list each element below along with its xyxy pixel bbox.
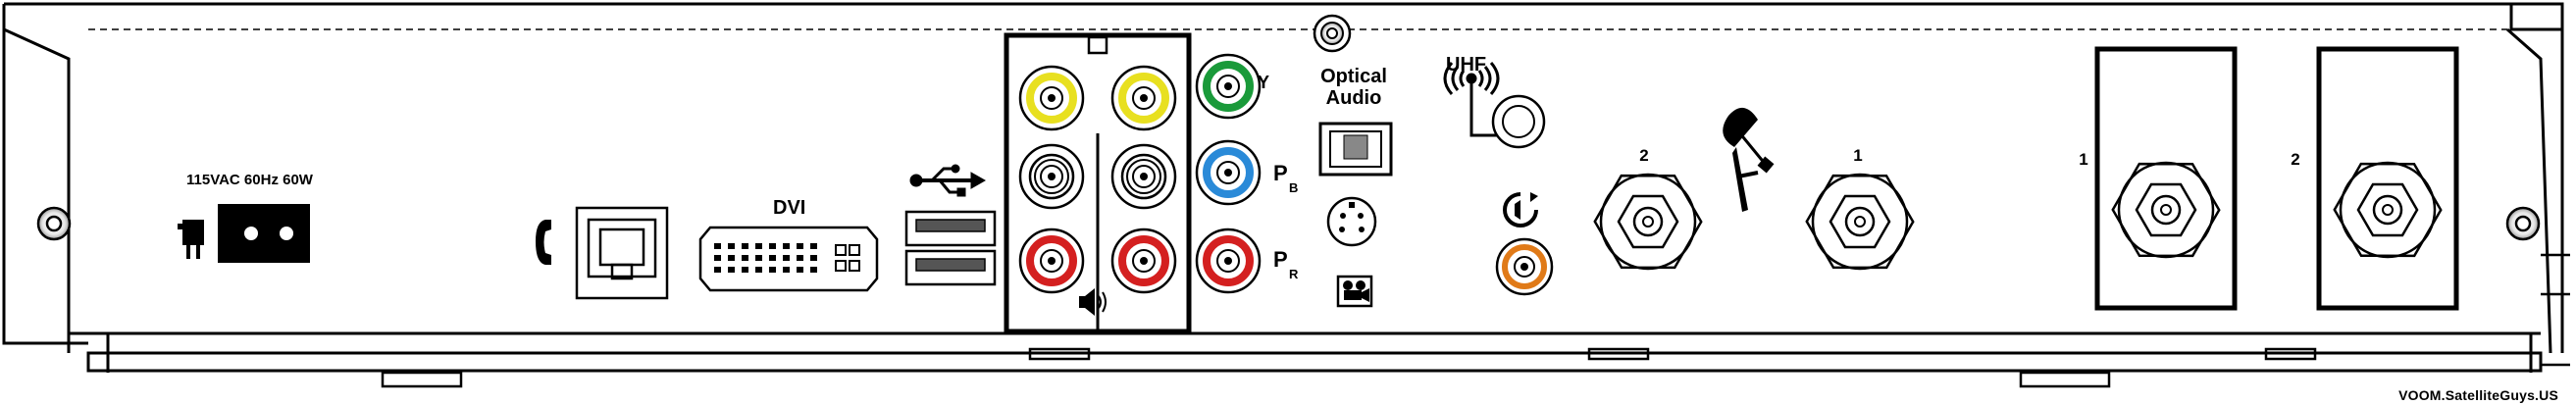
video-out-icon xyxy=(1087,35,1108,55)
ir-loop-icon xyxy=(1503,192,1538,228)
rca-jack-ir-orange[interactable] xyxy=(1495,237,1554,296)
s-video-port[interactable] xyxy=(1326,196,1377,247)
rca-jack-group xyxy=(1018,53,1262,294)
sat-input-1-label: 1 xyxy=(1853,146,1862,165)
mount-screw-left xyxy=(36,206,72,241)
offair-input-2-bay xyxy=(2316,46,2459,311)
bottom-feet xyxy=(381,253,2570,388)
audio-speaker-icon xyxy=(1079,288,1107,316)
phone-icon xyxy=(536,220,551,265)
usb-port-top[interactable] xyxy=(904,210,997,247)
chassis-outline xyxy=(2,2,2564,373)
camera-icon xyxy=(1336,275,1373,308)
component-pb-label: P xyxy=(1273,161,1288,185)
offair-input-2-label: 2 xyxy=(2291,150,2299,169)
component-pr-subscript: R xyxy=(1289,267,1299,281)
satellite-dish-icon xyxy=(1723,107,1775,212)
offair-input-1-bay xyxy=(2094,46,2238,311)
sat-input-2-connector[interactable] xyxy=(1581,153,1714,291)
rca-jack-video-1-yellow[interactable] xyxy=(1018,65,1085,131)
rca-jack-component-pr-red[interactable] xyxy=(1195,228,1262,294)
usb-port-bottom[interactable] xyxy=(904,249,997,286)
component-y-label: Y xyxy=(1258,73,1269,92)
offair-input-1-connector[interactable] xyxy=(2099,141,2232,279)
uhf-remote-port[interactable] xyxy=(1491,94,1546,149)
usb-icon xyxy=(909,164,987,197)
rca-jack-audio-right-1-red[interactable] xyxy=(1018,228,1085,294)
rca-jack-component-y-green[interactable] xyxy=(1195,53,1262,120)
top-screw-connector xyxy=(1313,14,1352,53)
rca-jack-audio-left-2[interactable] xyxy=(1110,143,1177,210)
component-pb-subscript: B xyxy=(1289,180,1298,195)
optical-audio-port[interactable] xyxy=(1318,122,1393,177)
power-inlet[interactable] xyxy=(218,204,310,263)
av-panel-frame xyxy=(1004,32,1192,334)
rca-jack-audio-right-2-red[interactable] xyxy=(1110,228,1177,294)
sat-input-2-label: 2 xyxy=(1639,146,1648,165)
rca-jack-video-2-yellow[interactable] xyxy=(1110,65,1177,131)
watermark: VOOM.SatelliteGuys.US xyxy=(2398,387,2558,403)
dvi-pin-grid xyxy=(714,243,817,273)
offair-input-2-connector[interactable] xyxy=(2321,141,2453,279)
mount-screw-right xyxy=(2505,206,2541,241)
offair-input-1-label: 1 xyxy=(2079,150,2087,169)
optical-audio-label-line1: Optical xyxy=(1320,66,1387,87)
dvi-label: DVI xyxy=(773,197,805,219)
power-plug-icon xyxy=(178,220,204,259)
dvi-port[interactable] xyxy=(698,226,879,292)
component-pr-label: P xyxy=(1273,247,1288,272)
power-rating-label: 115VAC 60Hz 60W xyxy=(186,172,314,188)
rca-jack-component-pb-blue[interactable] xyxy=(1195,139,1262,206)
uhf-antenna-icon xyxy=(1443,62,1500,137)
optical-audio-label-line2: Audio xyxy=(1326,87,1382,109)
rca-jack-audio-left-1[interactable] xyxy=(1018,143,1085,210)
sat-input-1-connector[interactable] xyxy=(1793,153,1926,291)
phone-jack[interactable] xyxy=(575,206,669,300)
